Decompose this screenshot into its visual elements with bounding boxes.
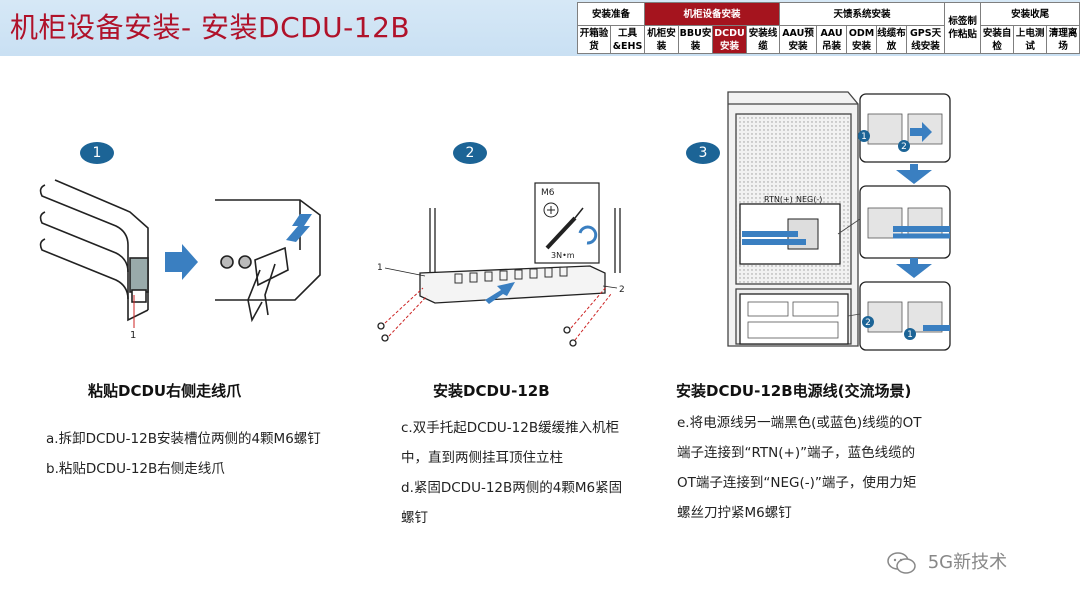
arrow-right-icon [165, 244, 198, 280]
nav-item-tools[interactable]: 工具&EHS [609, 25, 646, 54]
nav-item-selfcheck[interactable]: 安装自检 [980, 25, 1015, 54]
callout-step2-1: 1 [377, 263, 383, 273]
page-title: 机柜设备安装- 安装DCDU-12B [10, 11, 411, 44]
step-1-description: a.拆卸DCDU-12B安装槽位两侧的4颗M6螺钉 b.粘贴DCDU-12B右侧… [46, 424, 321, 484]
step-2-line-1: c.双手托起DCDU-12B缓缓推入机柜 [401, 420, 620, 436]
step-3-line-1: e.将电源线另一端黑色(或蓝色)线缆的OT [677, 415, 922, 431]
step-1-caption: 粘贴DCDU右侧走线爪 [88, 382, 242, 400]
process-nav-table: 安装准备 机柜设备安装 天馈系统安装 标签制作粘贴 安装收尾 开箱验货 工具&E… [576, 2, 1080, 54]
step-2-illustration: 1 2 M6 3N•m [377, 182, 625, 347]
nav-item-bbu[interactable]: BBU安装 [678, 25, 714, 54]
wechat-icon [887, 552, 916, 574]
watermark: 5G新技术 [886, 548, 1007, 575]
torque-label: 3N•m [551, 251, 575, 260]
step-3-illustration: RTN(+) NEG(-) 1 2 2 1 [727, 91, 951, 351]
nav-item-cleanup[interactable]: 清理离场 [1046, 25, 1080, 54]
watermark-text: 5G新技术 [927, 552, 1008, 573]
nav-group-label[interactable]: 标签制作粘贴 [944, 2, 982, 54]
nav-group-prep[interactable]: 安装准备 [576, 2, 646, 26]
callout-step1-1: 1 [130, 330, 136, 341]
callout-step2-2: 2 [619, 285, 625, 295]
title-bar: 机柜设备安装- 安装DCDU-12B 安装准备 机柜设备安装 天馈系统安装 标签… [0, 0, 1080, 56]
step-2-caption: 安装DCDU-12B [433, 382, 550, 400]
step-1-line-b: b.粘贴DCDU-12B右侧走线爪 [46, 461, 225, 477]
rtn-terminal-label: RTN(+) [764, 195, 793, 204]
arrow-down-icon [896, 164, 932, 184]
arrow-down-icon-2 [896, 258, 932, 278]
screw-head-icon [543, 202, 559, 218]
step-2-line-2: 中，直到两侧挂耳顶住立柱 [401, 450, 563, 466]
nav-item-odm[interactable]: ODM安装 [846, 25, 878, 54]
nav-item-aau-hoist[interactable]: AAU吊装 [816, 25, 848, 54]
nav-item-routing[interactable]: 线缆布放 [876, 25, 908, 54]
callout-step3-3: 1 [907, 330, 913, 340]
step-3-caption: 安装DCDU-12B电源线(交流场景) [676, 382, 912, 400]
nav-item-poweron[interactable]: 上电测试 [1013, 25, 1048, 54]
nav-item-dcdu[interactable]: DCDU安装 [712, 25, 748, 54]
step-1-line-a: a.拆卸DCDU-12B安装槽位两侧的4颗M6螺钉 [46, 431, 321, 447]
rotate-icon [578, 225, 598, 245]
step-3-line-4: 螺丝刀拧紧M6螺钉 [677, 505, 792, 521]
callout-step3-2: 2 [901, 142, 907, 152]
step-2-description: c.双手托起DCDU-12B缓缓推入机柜 中，直到两侧挂耳顶住立柱 d.紧固DC… [401, 413, 622, 533]
arrow-push-icon [485, 282, 515, 304]
nav-item-cabinet[interactable]: 机柜安装 [644, 25, 680, 54]
nav-item-unboxing[interactable]: 开箱验货 [577, 25, 611, 54]
nav-group-cabinet[interactable]: 机柜设备安装 [644, 2, 781, 26]
step-3-line-2: 端子连接到“RTN(+)”端子，蓝色线缆的 [677, 445, 916, 461]
step-3-line-3: OT端子连接到“NEG(-)”端子，使用力矩 [677, 475, 917, 491]
nav-item-aau-pre[interactable]: AAU预安装 [779, 25, 818, 54]
bolt-size-label: M6 [541, 188, 555, 198]
step-2-badge: 2 [453, 142, 487, 164]
nav-group-finish[interactable]: 安装收尾 [980, 2, 1080, 26]
step-1-badge: 1 [80, 142, 114, 164]
step-3-description: e.将电源线另一端黑色(或蓝色)线缆的OT 端子连接到“RTN(+)”端子，蓝色… [677, 408, 922, 528]
step-2-line-3: d.紧固DCDU-12B两侧的4颗M6紧固 [401, 480, 623, 496]
nav-item-cables[interactable]: 安装线缆 [746, 25, 781, 54]
nav-group-antenna[interactable]: 天馈系统安装 [779, 2, 946, 26]
step-1-illustration: 1 [39, 179, 321, 341]
step-3-badge: 3 [686, 142, 720, 164]
step-2-line-4: 螺钉 [401, 510, 428, 526]
arrow-right-small-icon [910, 122, 932, 142]
callout-step3-1: 1 [861, 132, 867, 142]
arrow-up-icon [286, 214, 312, 242]
nav-item-gps[interactable]: GPS天线安装 [906, 25, 946, 54]
neg-terminal-label: NEG(-) [796, 195, 822, 204]
callout-step3-4: 2 [865, 318, 871, 328]
